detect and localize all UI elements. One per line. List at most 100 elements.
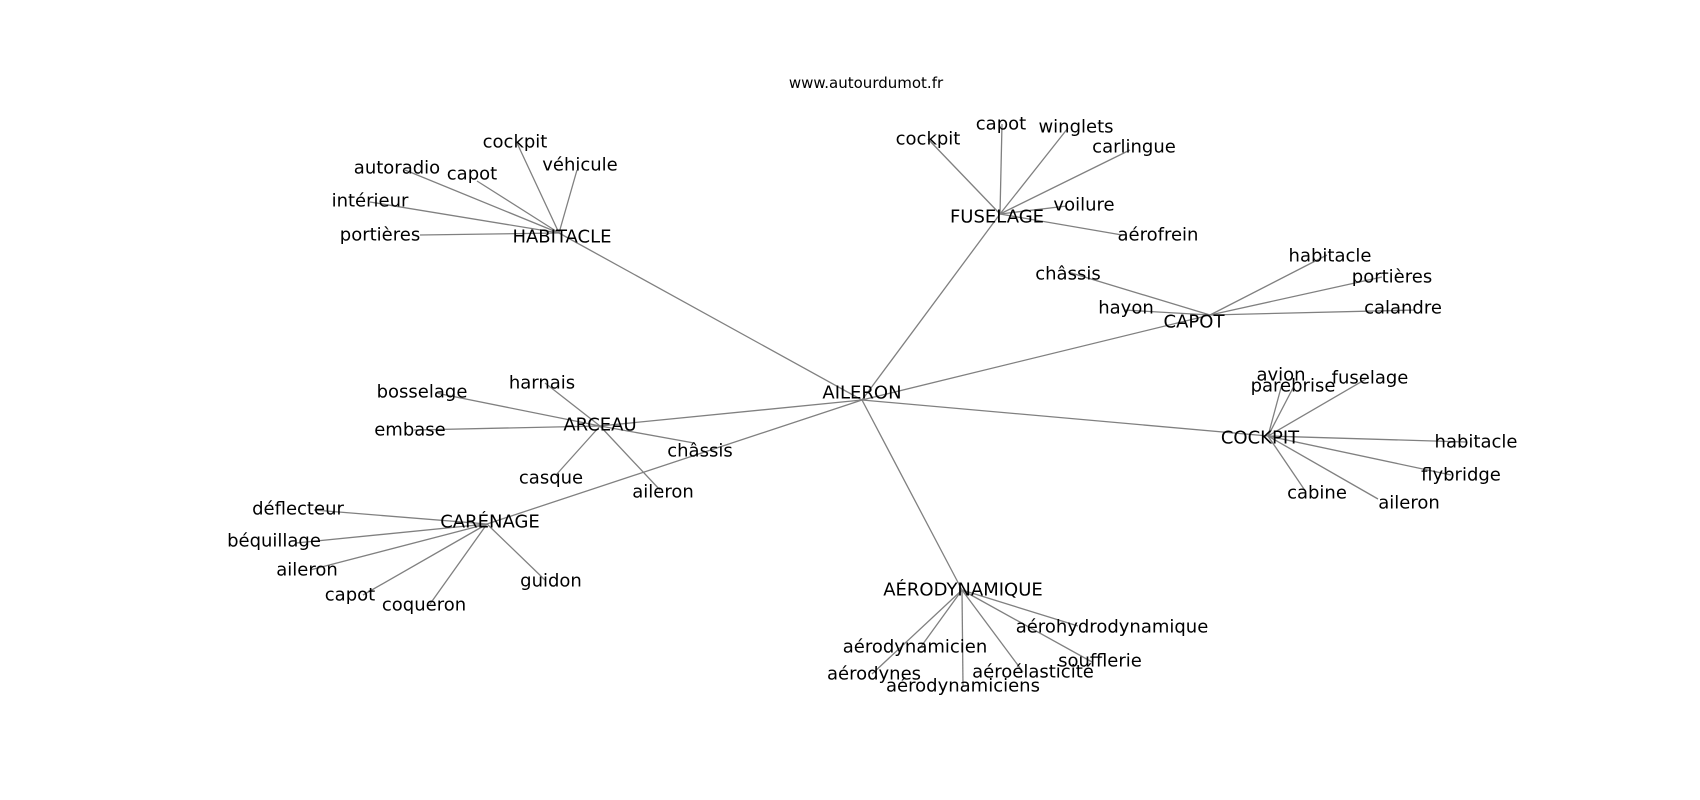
edge-arceau-leaf-1 bbox=[544, 382, 601, 427]
edge-capot-leaf-0 bbox=[1067, 271, 1211, 316]
edge-center-capot bbox=[861, 314, 1211, 401]
leaf-cockpit-0: avion bbox=[1256, 365, 1305, 386]
edge-center-aerodynamique bbox=[861, 399, 963, 591]
edge-carenage-leaf-1 bbox=[295, 523, 488, 544]
leaf-fuselage-3: carlingue bbox=[1092, 137, 1176, 158]
leaf-carenage-2: aileron bbox=[276, 560, 338, 581]
edge-capot-leaf-3 bbox=[1209, 276, 1383, 316]
leaf-arceau-4: casque bbox=[519, 468, 583, 489]
edge-habitacle-leaf-0 bbox=[516, 142, 560, 234]
edge-arceau-leaf-4 bbox=[555, 425, 601, 476]
edge-habitacle-leaf-4 bbox=[369, 201, 560, 234]
leaf-capot-0: châssis bbox=[1035, 264, 1100, 285]
edge-center-cockpit bbox=[861, 399, 1269, 437]
leaf-capot-2: habitacle bbox=[1289, 246, 1372, 267]
leaf-habitacle-1: véhicule bbox=[542, 155, 618, 176]
edge-fuselage-leaf-4 bbox=[999, 205, 1068, 215]
leaf-aerodynamique-1: aérodynamicien bbox=[843, 637, 988, 658]
leaf-aerodynamique-4: aéroélasticité bbox=[972, 662, 1094, 683]
edge-arceau-leaf-3 bbox=[599, 425, 695, 444]
source-url[interactable]: www.autourdumot.fr bbox=[789, 74, 944, 92]
node-aerodynamique: AÉRODYNAMIQUE bbox=[883, 579, 1043, 601]
edge-aerodynamique-leaf-0 bbox=[961, 589, 1079, 627]
edge-carenage-leaf-5 bbox=[486, 523, 546, 581]
leaf-habitacle-2: autoradio bbox=[354, 158, 440, 179]
edge-capot-leaf-1 bbox=[1123, 309, 1211, 316]
edge-aerodynamique-leaf-2 bbox=[961, 589, 1093, 663]
leaf-habitacle-3: capot bbox=[447, 164, 497, 185]
edge-aerodynamique-leaf-3 bbox=[871, 589, 963, 675]
edge-cockpit-leaf-1 bbox=[1267, 385, 1295, 437]
leaf-arceau-0: bosselage bbox=[377, 382, 468, 403]
leaf-carenage-1: béquillage bbox=[227, 531, 321, 552]
edge-center-habitacle bbox=[558, 232, 863, 401]
edge-fuselage-leaf-3 bbox=[999, 149, 1131, 215]
leaf-capot-3: portières bbox=[1352, 267, 1432, 288]
leaf-arceau-2: embase bbox=[374, 420, 446, 441]
edge-carenage-leaf-3 bbox=[362, 523, 488, 596]
leaf-capot-1: hayon bbox=[1098, 298, 1154, 319]
edge-fuselage-leaf-1 bbox=[999, 123, 1003, 215]
leaf-cockpit-1: parebrise bbox=[1251, 376, 1336, 397]
leaf-cockpit-3: habitacle bbox=[1435, 432, 1518, 453]
edge-cockpit-leaf-2 bbox=[1267, 378, 1367, 437]
node-fuselage: FUSELAGE bbox=[950, 207, 1044, 228]
node-center: AILERON bbox=[822, 383, 901, 404]
leaf-cockpit-2: fuselage bbox=[1332, 368, 1409, 389]
edge-arceau-leaf-0 bbox=[435, 392, 601, 427]
node-carenage: CARÉNAGE bbox=[440, 511, 540, 533]
leaf-habitacle-4: intérieur bbox=[332, 191, 409, 212]
leaf-fuselage-5: aérofrein bbox=[1118, 225, 1199, 246]
node-capot: CAPOT bbox=[1164, 312, 1226, 333]
edge-aerodynamique-leaf-4 bbox=[961, 589, 1024, 673]
edge-fuselage-leaf-2 bbox=[999, 127, 1069, 215]
edge-habitacle-leaf-2 bbox=[404, 169, 560, 234]
edge-cockpit-leaf-6 bbox=[1267, 435, 1379, 500]
leaf-carenage-4: coqueron bbox=[382, 595, 466, 616]
leaf-habitacle-0: cockpit bbox=[483, 132, 548, 153]
leaf-aerodynamique-2: soufflerie bbox=[1058, 651, 1142, 672]
leaf-aerodynamique-3: aérodynes bbox=[827, 664, 921, 685]
leaf-carenage-5: guidon bbox=[520, 571, 582, 592]
edge-cockpit-leaf-3 bbox=[1267, 435, 1467, 443]
leaf-fuselage-0: cockpit bbox=[896, 129, 961, 150]
leaf-cockpit-5: cabine bbox=[1287, 483, 1347, 504]
edge-cockpit-leaf-0 bbox=[1267, 383, 1283, 437]
edge-capot-leaf-2 bbox=[1209, 254, 1328, 316]
edge-habitacle-leaf-1 bbox=[558, 169, 578, 234]
node-arceau: ARCEAU bbox=[563, 415, 636, 436]
edge-cockpit-leaf-4 bbox=[1267, 435, 1452, 476]
edges-layer bbox=[295, 123, 1467, 687]
node-cockpit: COCKPIT bbox=[1221, 428, 1300, 449]
node-habitacle: HABITACLE bbox=[512, 227, 611, 248]
edge-carenage-leaf-2 bbox=[309, 523, 488, 571]
edge-center-carenage bbox=[486, 399, 863, 525]
leaf-carenage-0: déflecteur bbox=[252, 499, 344, 520]
leaf-cockpit-6: aileron bbox=[1378, 493, 1440, 514]
edge-carenage-leaf-4 bbox=[429, 523, 488, 605]
labels-layer: AILERONHABITACLEcockpitvéhiculeautoradio… bbox=[227, 114, 1517, 697]
leaf-habitacle-5: portières bbox=[340, 225, 420, 246]
edge-aerodynamique-leaf-1 bbox=[919, 589, 963, 649]
edge-capot-leaf-4 bbox=[1209, 309, 1416, 316]
edge-arceau-leaf-2 bbox=[413, 425, 601, 431]
edge-center-fuselage bbox=[861, 213, 1001, 401]
edge-habitacle-leaf-3 bbox=[476, 180, 560, 234]
edge-fuselage-leaf-0 bbox=[927, 138, 1001, 215]
leaf-capot-4: calandre bbox=[1364, 298, 1442, 319]
leaf-carenage-3: capot bbox=[325, 585, 375, 606]
leaf-aerodynamique-0: aérohydrodynamique bbox=[1016, 617, 1209, 638]
leaf-arceau-3: châssis bbox=[667, 441, 732, 462]
leaf-aerodynamique-5: aérodynamiciens bbox=[886, 676, 1040, 697]
leaf-fuselage-1: capot bbox=[976, 114, 1026, 135]
edge-cockpit-leaf-5 bbox=[1267, 435, 1307, 493]
leaf-fuselage-4: voilure bbox=[1053, 195, 1114, 216]
leaf-cockpit-4: flybridge bbox=[1421, 465, 1501, 486]
edge-carenage-leaf-0 bbox=[313, 509, 488, 525]
edge-aerodynamique-leaf-5 bbox=[961, 589, 964, 687]
leaf-arceau-5: aileron bbox=[632, 482, 694, 503]
leaf-arceau-1: harnais bbox=[509, 373, 575, 394]
edge-center-arceau bbox=[599, 399, 863, 427]
edge-arceau-leaf-5 bbox=[599, 425, 661, 491]
